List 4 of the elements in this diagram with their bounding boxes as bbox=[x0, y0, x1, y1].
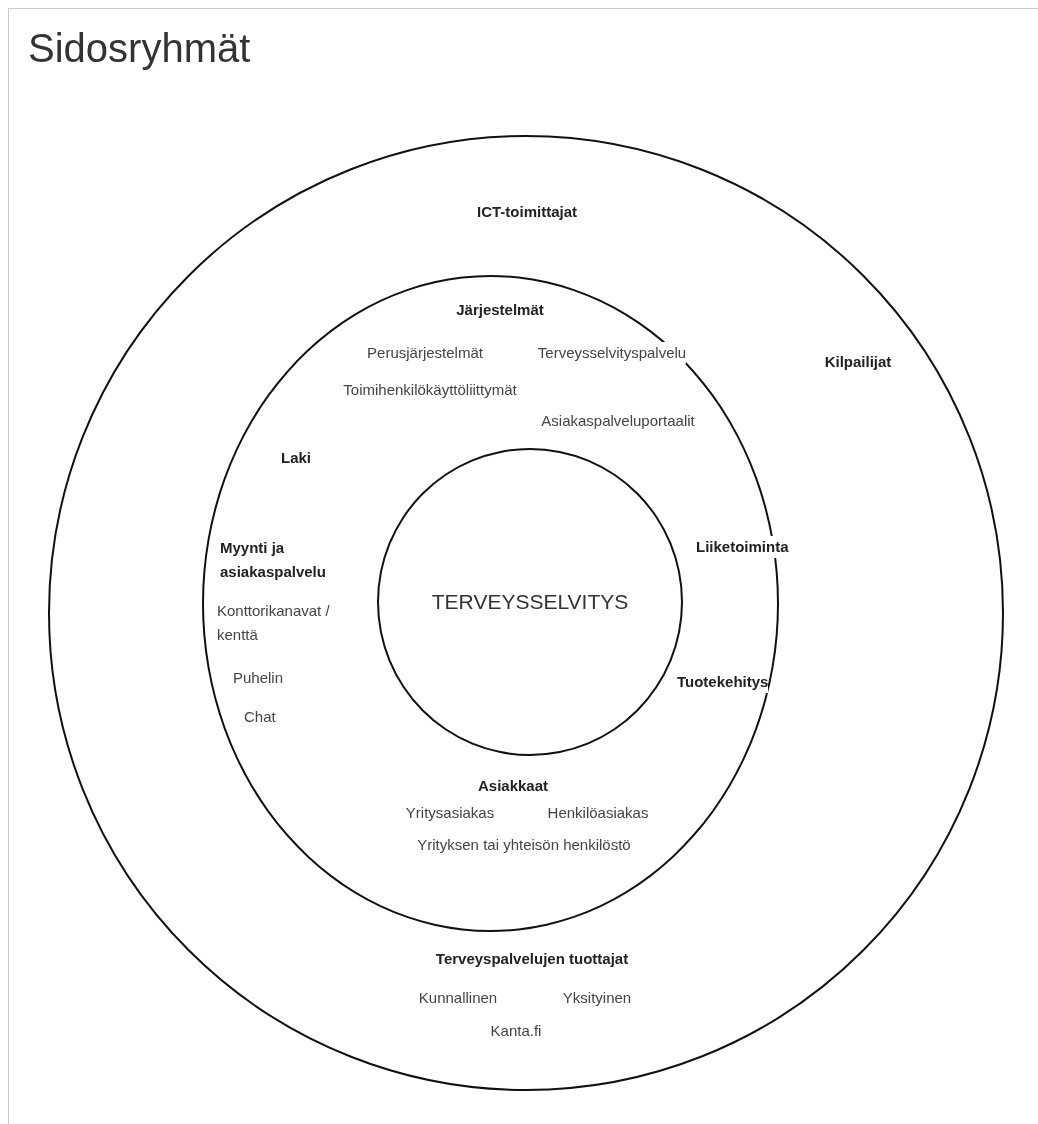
group-heading: Liiketoiminta bbox=[696, 536, 789, 558]
diagram-title: Sidosryhmät bbox=[28, 26, 251, 71]
center-label: TERVEYSSELVITYS bbox=[430, 590, 630, 614]
stakeholder-label: Terveysselvityspalvelu bbox=[537, 342, 687, 364]
